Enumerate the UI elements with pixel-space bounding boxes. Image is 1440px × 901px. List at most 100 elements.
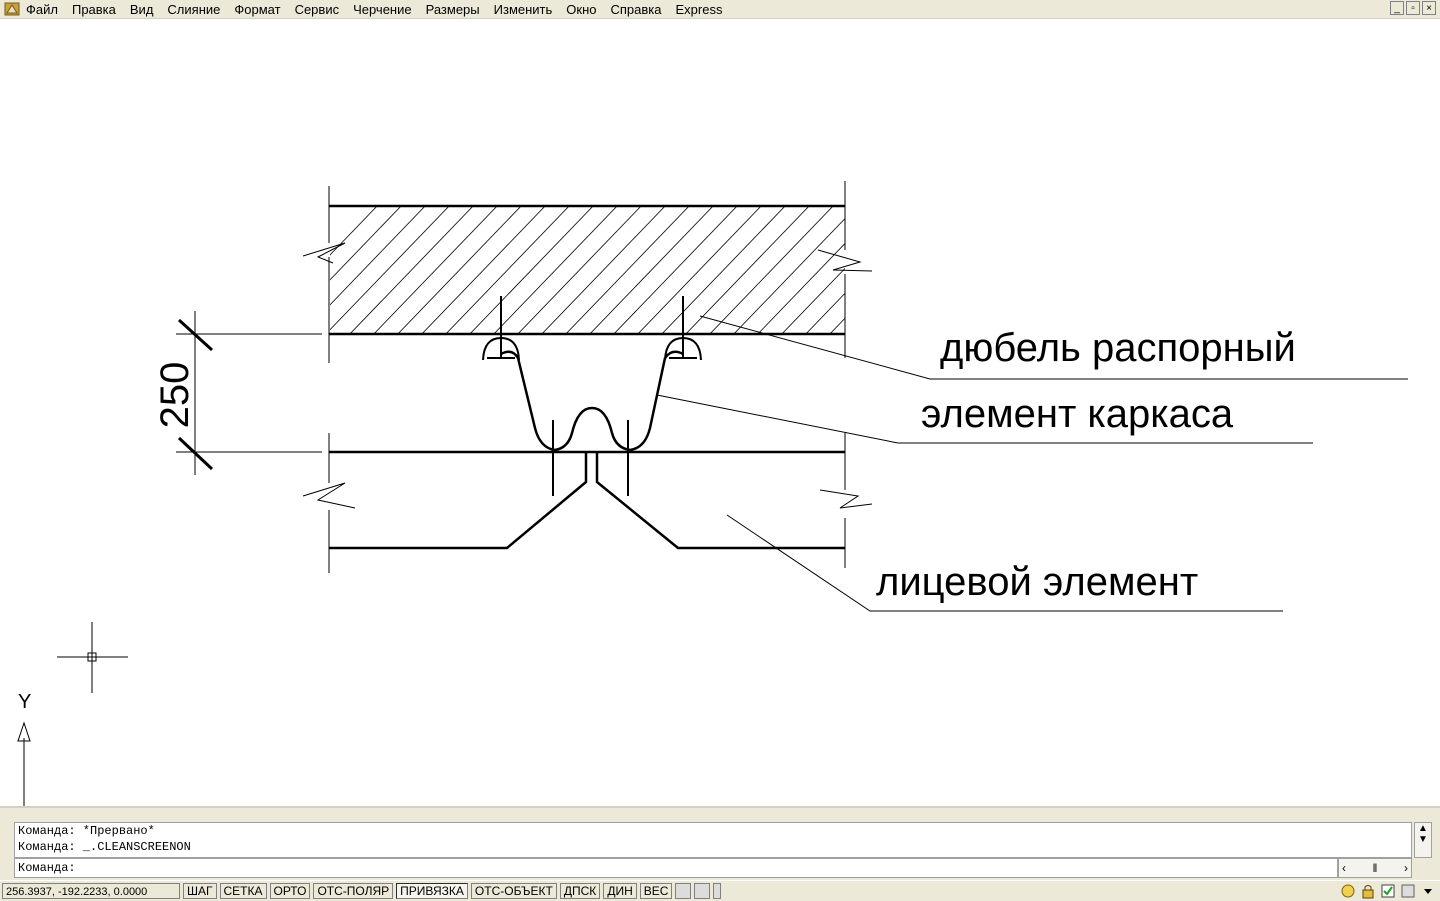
communication-center-icon[interactable]: [1340, 883, 1356, 899]
hatch-line: [661, 206, 786, 334]
status-bar: 256.3937, -192.2233, 0.0000 ШАГ СЕТКА ОР…: [0, 880, 1440, 901]
menu-view[interactable]: Вид: [129, 1, 154, 17]
hatch-line: [637, 206, 762, 334]
hatch-line: [330, 206, 450, 331]
close-button[interactable]: ×: [1422, 1, 1436, 15]
menu-modify[interactable]: Изменить: [493, 1, 553, 17]
paper-space-icon[interactable]: [694, 883, 711, 899]
menu-draw[interactable]: Черчение: [353, 1, 412, 17]
menu-format[interactable]: Формат: [234, 1, 281, 17]
hatch-line: [373, 206, 498, 334]
toggle-polar[interactable]: ОТС-ПОЛЯР: [313, 883, 394, 899]
dimension-tick-bottom: [177, 436, 214, 471]
hatch-line: [874, 203, 1004, 338]
toggle-snap[interactable]: ШАГ: [183, 883, 217, 899]
hatch-line: [330, 206, 426, 306]
window-controls: _ ▫ ×: [1390, 1, 1436, 15]
break-line-top-right: [817, 249, 873, 272]
dimension-value: 250: [153, 362, 197, 429]
hatch-line: [421, 206, 546, 334]
command-input[interactable]: Команда:: [14, 858, 1338, 878]
panel-right-bottom: [595, 452, 845, 550]
hatch-line: [541, 206, 666, 334]
minimize-button[interactable]: _: [1390, 1, 1404, 15]
label-dowel: дюбель распорный: [940, 326, 1296, 370]
menu-express[interactable]: Express: [675, 1, 723, 17]
scroll-right-icon[interactable]: ›: [1404, 861, 1408, 875]
dowel-left-head: [482, 336, 520, 361]
coordinate-readout[interactable]: 256.3937, -192.2233, 0.0000: [2, 883, 180, 899]
menu-edit[interactable]: Правка: [71, 1, 116, 17]
dowel-right-head: [664, 336, 702, 361]
restore-button[interactable]: ▫: [1406, 1, 1420, 15]
toggle-lwt[interactable]: ВЕС: [639, 883, 673, 899]
crosshair-cursor: [57, 622, 128, 693]
hatch-line: [493, 206, 618, 334]
hatch-line: [517, 206, 642, 334]
leader-frame: [656, 394, 1313, 444]
leader-dowel: [699, 315, 1408, 380]
hatch-line: [469, 206, 594, 334]
hatch-line: [330, 206, 402, 281]
toggle-otrack[interactable]: ОТС-ОБЪЕКТ: [470, 883, 557, 899]
ucs-y-label: Y: [18, 691, 31, 713]
command-history-line: Команда: *Прервано*: [18, 824, 155, 838]
hatch-line: [349, 206, 474, 334]
toolbar-lock-icon[interactable]: [1360, 883, 1376, 899]
menu-help[interactable]: Справка: [610, 1, 662, 17]
status-tray: [1340, 883, 1436, 899]
label-face: лицевой элемент: [876, 560, 1198, 604]
hatch-line: [330, 206, 378, 256]
dimension-tick-top: [177, 318, 214, 352]
cad-standards-icon[interactable]: [1380, 883, 1396, 899]
toggle-ortho[interactable]: ОРТО: [269, 883, 311, 899]
menu-tools[interactable]: Сервис: [294, 1, 340, 17]
command-vertical-scrollbar[interactable]: ▲ ▼: [1414, 822, 1432, 858]
hatch-line: [709, 206, 834, 334]
frame-profile: [500, 350, 684, 452]
hatch-line: [613, 206, 738, 334]
drawing-svg: 250 дюбель распорный элемент каркаса лиц…: [17, 181, 1408, 806]
autocad-app-icon[interactable]: [4, 2, 20, 16]
hatch-line: [733, 218, 845, 334]
clean-screen-icon[interactable]: [1400, 883, 1416, 899]
hatch-line: [805, 292, 845, 334]
command-window: Команда: *Прервано* Команда: _.CLEANSCRE…: [0, 806, 1440, 882]
menu-dimension[interactable]: Размеры: [425, 1, 480, 17]
toggle-grid[interactable]: СЕТКА: [219, 883, 267, 899]
chevron-down-icon[interactable]: [1420, 883, 1436, 899]
scroll-thumb-icon[interactable]: ‖: [1372, 861, 1378, 875]
label-frame: элемент каркаса: [921, 392, 1234, 436]
status-menu-icon[interactable]: [713, 883, 722, 899]
break-line-bottom-left: [302, 482, 356, 509]
hatch-line: [397, 206, 522, 334]
toggle-ducs[interactable]: ДПСК: [559, 883, 601, 899]
panel-left-bottom: [329, 452, 588, 550]
scroll-down-icon[interactable]: ▼: [1418, 834, 1428, 845]
hatch-line: [757, 242, 845, 334]
model-space-icon[interactable]: [675, 883, 692, 899]
command-horizontal-scrollbar[interactable]: ‹ ‖ ›: [1338, 858, 1412, 878]
hatch-line: [589, 206, 714, 334]
scroll-left-icon[interactable]: ‹: [1342, 861, 1346, 875]
drawing-canvas[interactable]: 250 дюбель распорный элемент каркаса лиц…: [0, 19, 1440, 806]
leader-face: [726, 514, 1283, 612]
hatch-line: [781, 267, 845, 334]
toggle-osnap[interactable]: ПРИВЯЗКА: [396, 883, 468, 899]
toggle-dyn[interactable]: ДИН: [603, 883, 637, 899]
ucs-icon: [17, 721, 31, 806]
menu-merge[interactable]: Слияние: [167, 1, 221, 17]
break-line-top-left: [302, 242, 346, 264]
break-line-bottom-right: [819, 489, 873, 509]
hatch-line: [445, 206, 570, 334]
hatch-line: [898, 203, 1028, 338]
menu-window[interactable]: Окно: [566, 1, 597, 17]
hatch-line: [685, 206, 810, 334]
menu-file[interactable]: Файл: [26, 1, 58, 17]
command-prompt: Команда:: [18, 861, 76, 875]
command-history-line: Команда: _.CLEANSCREENON: [18, 840, 191, 854]
command-history: Команда: *Прервано* Команда: _.CLEANSCRE…: [14, 822, 1412, 858]
concrete-hatch: [330, 203, 1028, 338]
menu-bar: Файл Правка Вид Слияние Формат Сервис Че…: [0, 0, 1440, 19]
scroll-up-icon[interactable]: ▲: [1418, 823, 1428, 834]
